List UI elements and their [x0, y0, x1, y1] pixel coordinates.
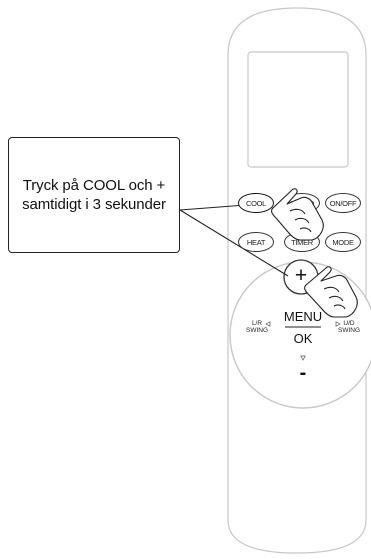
plus-button[interactable]: +	[294, 264, 308, 287]
leader-line-cool	[179, 204, 247, 211]
callout-line-1: Tryck på COOL och +	[22, 177, 166, 194]
cool-button[interactable]: COOL	[238, 193, 274, 213]
arrow-right-icon	[335, 321, 341, 327]
remote-display	[247, 51, 349, 168]
menu-button[interactable]: MENU	[283, 309, 323, 324]
onoff-button[interactable]: ON/OFF	[325, 193, 361, 213]
ud-swing-button[interactable]: U/D SWING	[337, 320, 361, 334]
speed-button[interactable]: SPEED	[284, 193, 320, 213]
timer-button[interactable]: TIMER	[284, 232, 320, 252]
instruction-callout: Tryck på COOL och + samtidigt i 3 sekund…	[8, 137, 180, 253]
mode-button[interactable]: MODE	[325, 232, 361, 252]
minus-button[interactable]: -	[299, 362, 307, 384]
heat-button[interactable]: HEAT	[238, 232, 274, 252]
arrow-down-icon	[300, 355, 306, 361]
arrow-left-icon	[265, 321, 271, 327]
lr-swing-button[interactable]: L/R SWING	[246, 320, 269, 334]
callout-line-2: samtidigt i 3 sekunder	[22, 196, 166, 213]
leader-line-plus	[179, 209, 289, 277]
ok-button[interactable]: OK	[293, 331, 313, 346]
